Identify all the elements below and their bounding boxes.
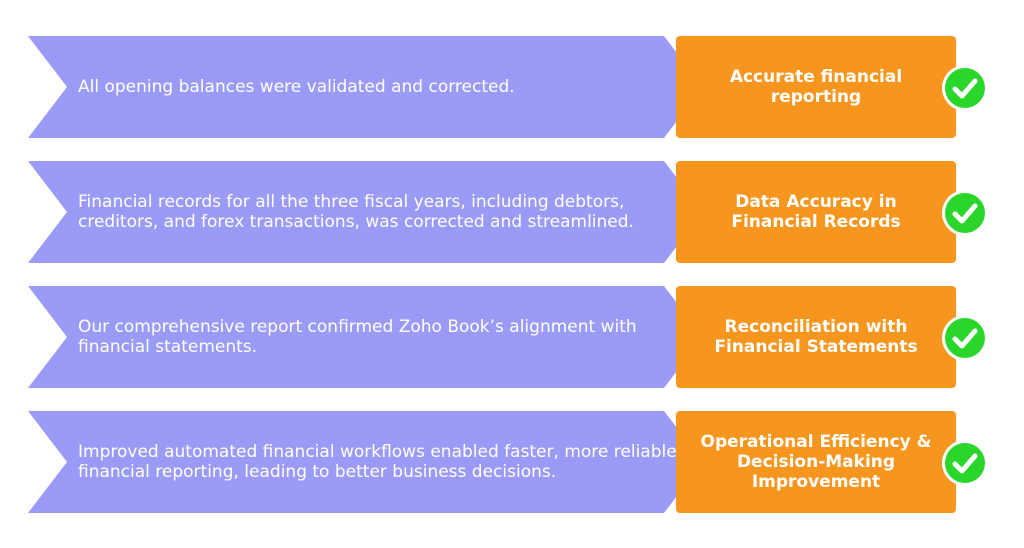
outcome-box: Accurate financial reporting	[676, 36, 956, 138]
outcome-label: Data Accuracy in Financial Records	[731, 192, 901, 232]
outcome-row-2: Financial records for all the three fisc…	[0, 161, 1024, 263]
description-arrow	[28, 411, 703, 513]
outcome-label: Operational Efficiency & Decision-Making…	[700, 432, 932, 492]
check-icon	[942, 315, 988, 361]
description-arrow	[28, 161, 703, 263]
outcome-label: Reconciliation with Financial Statements	[714, 317, 918, 357]
outcome-row-3: Our comprehensive report confirmed Zoho …	[0, 286, 1024, 388]
outcome-label: Accurate financial reporting	[729, 67, 903, 107]
check-icon	[942, 440, 988, 486]
description-text: Improved automated financial workflows e…	[78, 442, 677, 482]
outcome-row-1: All opening balances were validated and …	[0, 36, 1024, 138]
outcome-box: Operational Efficiency & Decision-Making…	[676, 411, 956, 513]
outcome-box: Reconciliation with Financial Statements	[676, 286, 956, 388]
check-icon	[942, 65, 988, 111]
description-arrow	[28, 36, 703, 138]
outcome-box: Data Accuracy in Financial Records	[676, 161, 956, 263]
check-icon	[942, 190, 988, 236]
description-text: Financial records for all the three fisc…	[78, 192, 634, 232]
description-text: Our comprehensive report confirmed Zoho …	[78, 317, 637, 357]
description-arrow	[28, 286, 703, 388]
outcome-row-4: Improved automated financial workflows e…	[0, 411, 1024, 513]
description-text: All opening balances were validated and …	[78, 77, 515, 97]
